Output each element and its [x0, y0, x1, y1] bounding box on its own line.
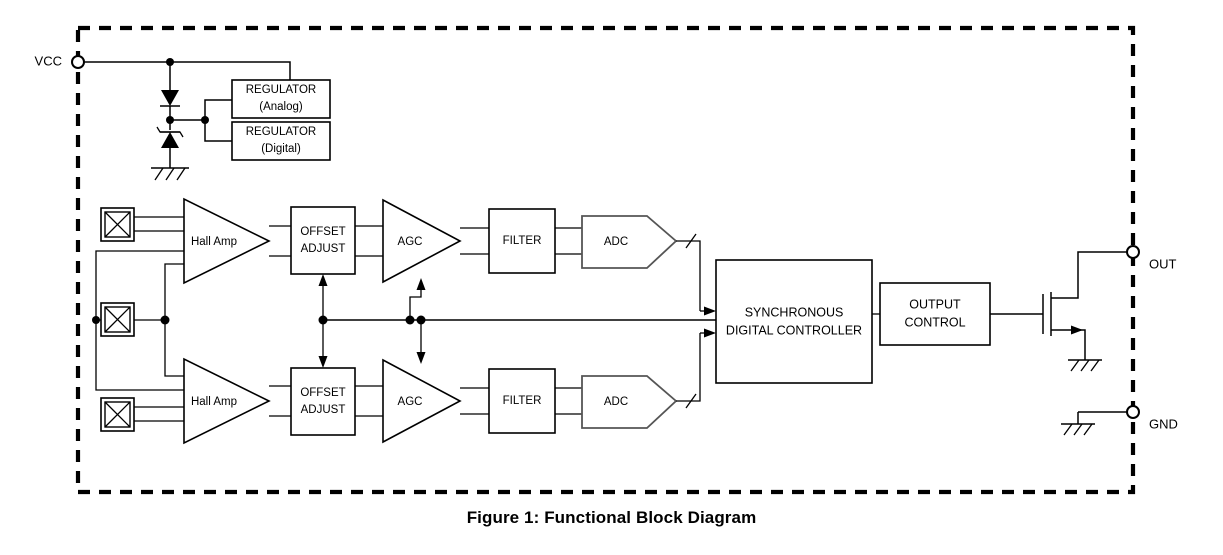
block-filter-bottom: [488, 368, 556, 434]
adc-top-label: ADC: [604, 236, 628, 248]
offset-adjust-bottom-line2: ADJUST: [301, 404, 346, 416]
package-boundary-dashed: [75, 25, 1136, 495]
arrow-control-agc-bottom: [416, 352, 426, 364]
regulator-digital-line1: REGULATOR: [246, 126, 317, 138]
wire-branch-to-digital-reg: [204, 120, 232, 142]
wire-adc-top-bus: [676, 240, 701, 311]
block-agc-bottom: [382, 358, 462, 444]
wire-adc-bottom-bus: [676, 333, 701, 402]
block-agc-top: [382, 198, 462, 284]
block-offset-adjust-top: [290, 206, 356, 275]
arrow-control-agc-top: [416, 278, 426, 290]
wire-hall-mid-right-to-bottom-amp: [164, 320, 184, 377]
wire-mosfet-drain-to-out: [1051, 251, 1133, 299]
wire-vcc-to-regulator-analog: [170, 61, 291, 80]
regulator-digital-line2: (Digital): [261, 143, 301, 155]
ground-symbol-output: [1068, 359, 1102, 372]
zener-bar-bends: [156, 126, 184, 138]
zener-triangle: [161, 132, 179, 148]
bus-slash-bottom: [685, 393, 697, 409]
wire-hall-mid-to-top-amp: [95, 250, 184, 320]
block-hall-amp-top: [183, 197, 271, 285]
wire-branch-to-analog-reg: [204, 99, 232, 120]
diode-series-triangle: [161, 90, 179, 106]
ground-symbol-regulator: [151, 167, 189, 181]
bus-slash-top: [685, 233, 697, 249]
agc-bottom-label: AGC: [398, 396, 423, 408]
block-filter-top: [488, 208, 556, 274]
arrow-adc-top-into-controller: [704, 306, 716, 316]
block-offset-adjust-bottom: [290, 367, 356, 436]
wire-mosfet-source-to-ground: [1051, 329, 1086, 360]
regulator-analog-line2: (Analog): [259, 101, 303, 113]
mosfet-source-arrow: [1071, 325, 1083, 335]
block-output-control: [879, 282, 991, 346]
adc-bottom-label: ADC: [604, 396, 628, 408]
wire-hall-mid-right-to-top-amp: [164, 263, 184, 320]
regulator-analog-line1: REGULATOR: [246, 84, 317, 96]
offset-adjust-top-line2: ADJUST: [301, 243, 346, 255]
ground-symbol-gnd-pin: [1061, 423, 1095, 436]
offset-adjust-bottom-line1: OFFSET: [300, 387, 345, 399]
filter-top-label: FILTER: [503, 235, 542, 247]
hall-amp-bottom-label: Hall Amp: [191, 396, 237, 408]
pin-label-out: OUT: [1149, 256, 1177, 271]
filter-bottom-label: FILTER: [503, 395, 542, 407]
pin-out-terminal: [1126, 245, 1140, 259]
offset-adjust-top-line1: OFFSET: [300, 226, 345, 238]
pin-label-gnd: GND: [1149, 416, 1178, 431]
hall-element-bottom: [100, 397, 135, 432]
wire-hall-mid-to-bottom-amp: [95, 320, 184, 391]
arrow-control-offset-bottom: [318, 356, 328, 368]
controller-line2: DIGITAL CONTROLLER: [726, 323, 862, 337]
output-control-line1: OUTPUT: [909, 297, 961, 311]
figure-caption: Figure 1: Functional Block Diagram: [466, 508, 757, 527]
pin-gnd-terminal: [1126, 405, 1140, 419]
pin-label-vcc: VCC: [35, 53, 62, 68]
block-regulator-digital: [231, 121, 331, 161]
agc-top-label: AGC: [398, 236, 423, 248]
output-control-line2: CONTROL: [904, 315, 965, 329]
block-adc-top: [581, 215, 678, 269]
block-regulator-analog: [231, 79, 331, 119]
pin-vcc-terminal: [71, 55, 85, 69]
wire-control-to-agc-top: [409, 289, 422, 320]
block-hall-amp-bottom: [183, 357, 271, 445]
arrow-control-offset-top: [318, 274, 328, 286]
controller-line1: SYNCHRONOUS: [745, 305, 844, 319]
block-synchronous-digital-controller: [715, 259, 873, 384]
arrow-adc-bottom-into-controller: [704, 328, 716, 338]
hall-amp-top-label: Hall Amp: [191, 236, 237, 248]
hall-element-top: [100, 207, 135, 242]
block-adc-bottom: [581, 375, 678, 429]
hall-element-middle: [100, 302, 135, 337]
